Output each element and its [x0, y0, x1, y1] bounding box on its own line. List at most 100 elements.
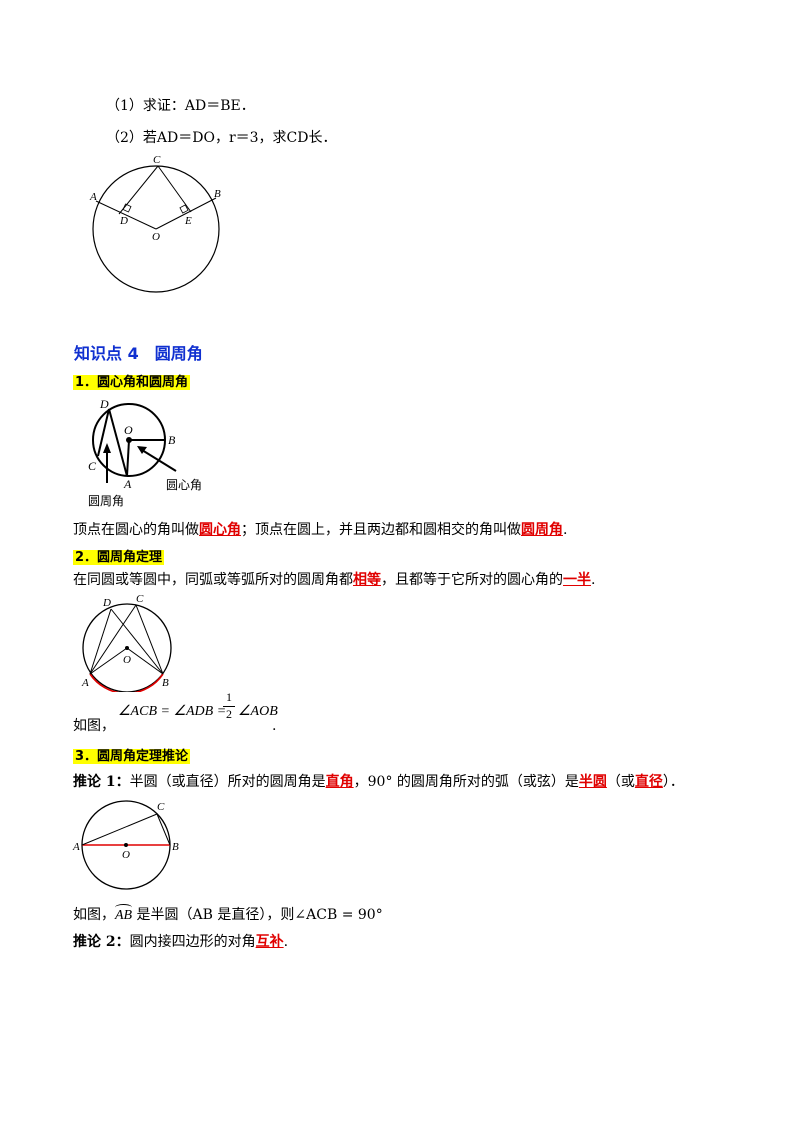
- sub3-figure: C A O B: [72, 800, 179, 890]
- fig3-label-a: A: [81, 677, 89, 689]
- fig2-arrowhead-right: [137, 446, 147, 454]
- sub3-c1-text-b: ，90° 的圆周角所对的弧（或弦）是: [353, 774, 579, 790]
- sub1-text-a: 顶点在圆心的角叫做: [73, 522, 199, 538]
- sub3-c1-text-d: ）．: [662, 774, 684, 790]
- sub1-figure: D O B C A 圆周角 圆心角: [88, 397, 202, 508]
- sub3-c2-text-a: 圆内接四边形的对角: [129, 934, 256, 950]
- sub2-figure: D C O A B: [81, 593, 172, 692]
- fig3-arc-ab: [89, 673, 164, 692]
- sub2-formula-bar: [223, 706, 235, 707]
- sub3-c2-text-b: .: [283, 934, 289, 950]
- sub3-c1-answer-right-angle: 直角: [325, 774, 354, 790]
- fig3-label-d: D: [102, 597, 111, 609]
- sub3-c2-label: 推论 2：: [73, 934, 130, 950]
- fig3-label-o: O: [123, 654, 131, 666]
- fig4-chord-ac: [81, 813, 158, 846]
- fig2-caption-central: 圆心角: [166, 478, 202, 492]
- sub3-c1-example-b: 是半圆（AB 是直径），则∠ACB = 90°: [132, 907, 383, 923]
- fig3-chord-cb: [135, 604, 164, 675]
- fig3-label-b: B: [162, 677, 169, 689]
- fig2-label-o: O: [124, 423, 133, 437]
- fig4-label-o: O: [122, 849, 130, 861]
- sub3-title: 3．圆周角定理推论: [73, 749, 191, 764]
- fig4-label-c: C: [157, 801, 165, 813]
- fig3-radius-oa: [89, 647, 128, 675]
- sub3-c1-arc-ab: AB: [115, 904, 133, 926]
- fig1-label-e: E: [184, 215, 192, 227]
- fig1-label-b: B: [214, 188, 221, 200]
- fig1-circle: [92, 165, 220, 293]
- sub2-title: 2．圆周角定理: [73, 550, 165, 565]
- fig4-chord-cb: [156, 813, 171, 846]
- fig2-chord-dc: [97, 408, 110, 457]
- sub1-title-wrap: 1．圆心角和圆周角: [73, 371, 191, 390]
- sub3-c1-text-a: 半圆（或直径）所对的圆周角是: [129, 774, 326, 790]
- fig3-center-dot: [125, 646, 129, 650]
- fig2-label-c: C: [88, 459, 97, 473]
- sub2-text-b: ，且都等于它所对的圆心角的: [381, 572, 563, 588]
- fig1-chord-cb: [157, 165, 192, 213]
- sub3-c1-example: 如图，AB 是半圆（AB 是直径），则∠ACB = 90°: [73, 904, 383, 926]
- fig2-chord-da: [108, 408, 128, 477]
- sub2-answer-equal: 相等: [353, 572, 381, 588]
- sub2-formula-denominator: 2: [226, 707, 232, 721]
- sub1-answer-central: 圆心角: [199, 522, 241, 538]
- sub1-title: 1．圆心角和圆周角: [73, 375, 191, 390]
- problem-figure: C A B D E O: [89, 154, 221, 293]
- sub2-formula-left: ∠ACB = ∠ADB =: [118, 704, 227, 719]
- sub3-corollary-1: 推论 1：半圆（或直径）所对的圆周角是直角，90° 的圆周角所对的弧（或弦）是半…: [73, 772, 684, 792]
- question-1: （1）求证：AD＝BE．: [106, 98, 255, 114]
- sub2-text-c: .: [591, 572, 596, 588]
- fig1-segment-ao: [95, 200, 157, 230]
- question-2: （2）若AD＝DO，r＝3，求CD长．: [106, 130, 337, 146]
- sub3-c2-answer-supplementary: 互补: [255, 934, 284, 950]
- fig1-chord-ca: [118, 165, 159, 215]
- sub1-answer-inscribed: 圆周角: [521, 522, 563, 538]
- fig4-center-dot: [124, 843, 128, 847]
- fig1-label-c: C: [153, 154, 161, 166]
- fig4-label-b: B: [172, 841, 179, 853]
- fig1-right-angle-e: [179, 204, 189, 214]
- sub3-title-wrap: 3．圆周角定理推论: [73, 745, 191, 764]
- sub3-c1-example-a: 如图，: [73, 907, 115, 923]
- fig3-chord-da: [89, 608, 112, 675]
- arc-icon: [115, 904, 133, 911]
- section-title: 知识点 4 圆周角: [74, 344, 203, 363]
- sub2-answer-half: 一半: [563, 572, 591, 588]
- sub2-formula-numerator: 1: [226, 690, 232, 704]
- sub3-c1-answer-semicircle: 半圆: [578, 774, 607, 790]
- fig2-label-b: B: [168, 433, 176, 447]
- sub1-definition: 顶点在圆心的角叫做圆心角；顶点在圆上，并且两边都和圆相交的角叫做圆周角.: [73, 520, 567, 540]
- sub2-theorem: 在同圆或等圆中，同弧或等弧所对的圆周角都相等，且都等于它所对的圆心角的一半.: [73, 570, 595, 590]
- sub2-formula-end: .: [272, 718, 277, 734]
- fig3-chord-ca: [89, 604, 137, 675]
- fig3-chord-db: [110, 608, 164, 675]
- sub3-c1-text-c: （或: [606, 774, 635, 790]
- fig1-label-d: D: [119, 215, 128, 227]
- fig2-radius-oa: [126, 439, 130, 477]
- fig1-label-o: O: [152, 231, 160, 243]
- fig4-label-a: A: [72, 841, 80, 853]
- fig2-label-d: D: [99, 397, 109, 411]
- fig1-segment-bo: [155, 197, 217, 230]
- fig3-circle: [82, 603, 172, 692]
- fig2-caption-inscribed: 圆周角: [88, 494, 124, 508]
- fig1-right-angle-d: [122, 203, 132, 213]
- sub1-text-b: ；顶点在圆上，并且两边都和圆相交的角叫做: [241, 522, 521, 538]
- fig2-arrowhead-left: [103, 443, 111, 453]
- sub2-formula-right: ∠AOB: [238, 704, 278, 719]
- sub3-c1-arc-text: AB: [115, 908, 133, 923]
- sub1-text-c: .: [563, 522, 568, 538]
- sub3-c1-answer-diameter: 直径: [634, 774, 663, 790]
- sub2-title-wrap: 2．圆周角定理: [73, 546, 165, 565]
- fig1-label-a: A: [89, 191, 97, 203]
- sub2-formula-prefix: 如图，: [73, 718, 115, 734]
- sub2-text-a: 在同圆或等圆中，同弧或等弧所对的圆周角都: [73, 572, 353, 588]
- fig3-radius-ob: [126, 647, 164, 675]
- fig2-label-a: A: [123, 477, 132, 491]
- fig2-arrow-right: [141, 449, 177, 472]
- sub3-c1-label: 推论 1：: [73, 774, 130, 790]
- fig3-label-c: C: [136, 593, 144, 605]
- fig2-center-dot: [126, 437, 132, 443]
- sub3-corollary-2: 推论 2：圆内接四边形的对角互补.: [73, 932, 288, 952]
